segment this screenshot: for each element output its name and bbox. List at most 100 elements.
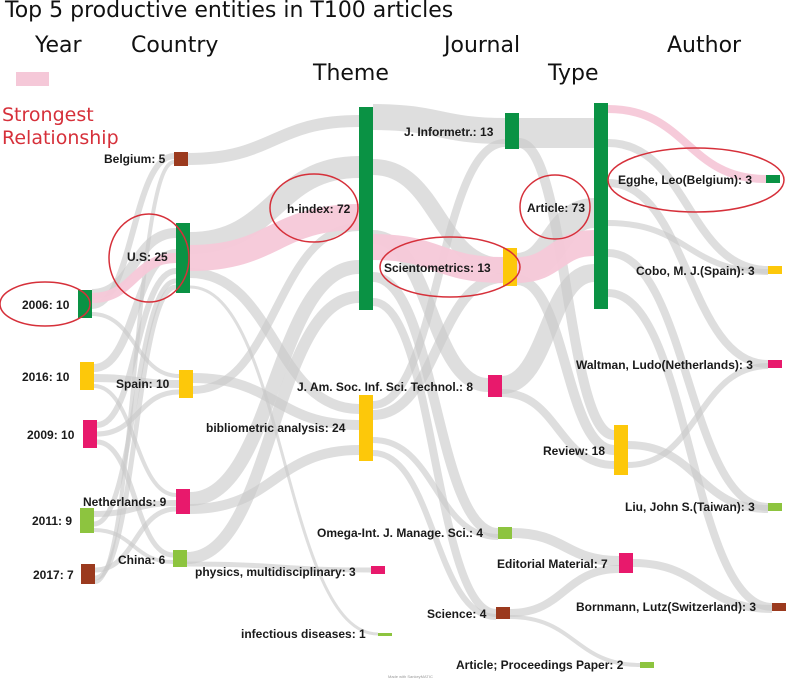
- node-proceedings: [640, 662, 654, 668]
- legend-line-2: Relationship: [2, 127, 119, 149]
- flow-biblio-jinformetr: [372, 139, 506, 409]
- node-scientometrics: [503, 248, 517, 286]
- node-spain: [179, 370, 193, 398]
- flow-hindex-jinformetr: [372, 104, 506, 144]
- node-y2011: [80, 508, 94, 533]
- highlight-circle-article: [519, 174, 591, 240]
- column-header-theme: Theme: [313, 61, 389, 86]
- label-scientometrics: Scientometrics: 13: [384, 261, 491, 275]
- legend-line-1: Strongest: [2, 104, 94, 126]
- flow-us-hindex: [189, 156, 360, 254]
- label-physics: physics, multidisciplinary: 3: [195, 565, 356, 579]
- highlight-circle-us: [108, 213, 190, 303]
- flow-y2011-us: [93, 278, 177, 527]
- highlight-circle-y2006: [0, 281, 91, 327]
- label-netherlands: Netherlands: 9: [83, 495, 167, 509]
- label-infectious-diseases: infectious diseases: 1: [241, 627, 366, 641]
- label-omega: Omega-Int. J. Manage. Sci.: 4: [317, 526, 484, 540]
- label-h-index: h-index: 72: [287, 202, 351, 216]
- label-j-informetr: J. Informetr.: 13: [404, 125, 494, 139]
- flow-netherlands-hindex: [189, 260, 360, 506]
- node-science: [496, 607, 510, 619]
- node-infectious: [378, 633, 392, 636]
- node-biblio: [359, 395, 373, 461]
- flow-hindex-omega: [372, 272, 499, 538]
- node-article: [594, 103, 608, 309]
- label-2016: 2016: 10: [22, 370, 70, 384]
- flow-spain-hindex: [192, 223, 360, 394]
- label-liu: Liu, John S.(Taiwan): 3: [625, 500, 755, 514]
- node-china: [173, 550, 187, 567]
- flow-belgium-hindex: [187, 115, 360, 165]
- flow-article-cobo: [607, 220, 769, 275]
- flow-netherlands-biblio: [189, 445, 360, 514]
- flow-review-waltman: [627, 363, 769, 468]
- node-review: [614, 425, 628, 475]
- label-us: U.S: 25: [127, 250, 168, 264]
- column-header-author: Author: [667, 33, 742, 58]
- label-spain: Spain: 10: [116, 377, 170, 391]
- node-belgium: [174, 152, 188, 166]
- flow-biblio-omega: [372, 437, 499, 540]
- label-2009: 2009: 10: [27, 428, 75, 442]
- highlight-y2006-us: [91, 253, 177, 303]
- highlight-article-egghe: [607, 105, 767, 183]
- flow-review-liu: [627, 441, 769, 513]
- flow-scientometrics-review: [516, 275, 615, 455]
- flow-biblio-scientometrics: [372, 273, 504, 420]
- flow-us-biblio: [189, 268, 360, 414]
- legend-label: Strongest Relationship: [2, 104, 119, 150]
- flow-y2017-belgium: [94, 160, 175, 584]
- label-egghe: Egghe, Leo(Belgium): 3: [618, 173, 753, 187]
- flow-omega-editorial: [511, 528, 620, 566]
- highlight-circles: [0, 147, 785, 327]
- label-cobo: Cobo, M. J.(Spain): 3: [636, 264, 755, 278]
- label-china: China: 6: [118, 553, 166, 567]
- label-2006: 2006: 10: [22, 298, 70, 312]
- flow-us-infectious: [189, 285, 379, 636]
- node-editorial: [619, 553, 633, 573]
- flow-article-liu: [607, 249, 769, 511]
- highlight-scientometrics-article: [516, 230, 595, 283]
- node-physics: [371, 566, 385, 574]
- column-header-year: Year: [35, 33, 82, 58]
- flow-science-proceedings: [509, 615, 641, 667]
- flow-editorial-bornmann: [632, 559, 773, 613]
- node-omega: [498, 527, 512, 539]
- node-bornmann: [772, 603, 786, 611]
- column-header-type: Type: [548, 61, 599, 86]
- footer-credit: Made with SankeyMATIC: [388, 674, 433, 679]
- flow-article-cobo: [607, 139, 769, 274]
- strongest-relationship-flow: [91, 105, 767, 303]
- flow-hindex-science: [372, 298, 497, 617]
- flow-links: [91, 104, 773, 667]
- node-liu: [768, 503, 782, 511]
- label-review: Review: 18: [543, 444, 606, 458]
- flow-jasist-article: [500, 264, 596, 394]
- node-jasist: [488, 375, 502, 397]
- node-netherlands: [176, 489, 190, 514]
- label-belgium: Belgium: 5: [104, 152, 166, 166]
- label-bibliometric-analysis: bibliometric analysis: 24: [206, 421, 346, 435]
- column-header-journal: Journal: [444, 33, 521, 58]
- highlight-hindex-scientometrics: [372, 234, 504, 283]
- page-title: Top 5 productive entities in T100 articl…: [5, 0, 454, 23]
- node-jinformetr: [505, 113, 519, 149]
- node-y2017: [81, 564, 95, 584]
- flow-science-editorial: [509, 565, 620, 617]
- label-waltman: Waltman, Ludo(Netherlands): 3: [576, 358, 753, 372]
- column-header-country: Country: [131, 33, 219, 58]
- node-y2009: [83, 420, 97, 448]
- label-bornmann: Bornmann, Lutz(Switzerland): 3: [576, 600, 756, 614]
- node-y2016: [80, 362, 94, 390]
- label-2017: 2017: 7: [33, 568, 74, 582]
- flow-y2009-china: [96, 439, 174, 558]
- highlight-us-hindex: [189, 204, 360, 271]
- node-waltman: [768, 360, 782, 368]
- label-article: Article: 73: [527, 201, 586, 215]
- node-cobo: [768, 266, 782, 274]
- highlight-circle-egghe: [607, 147, 785, 213]
- label-science: Science: 4: [427, 607, 487, 621]
- flow-biblio-science: [372, 450, 497, 620]
